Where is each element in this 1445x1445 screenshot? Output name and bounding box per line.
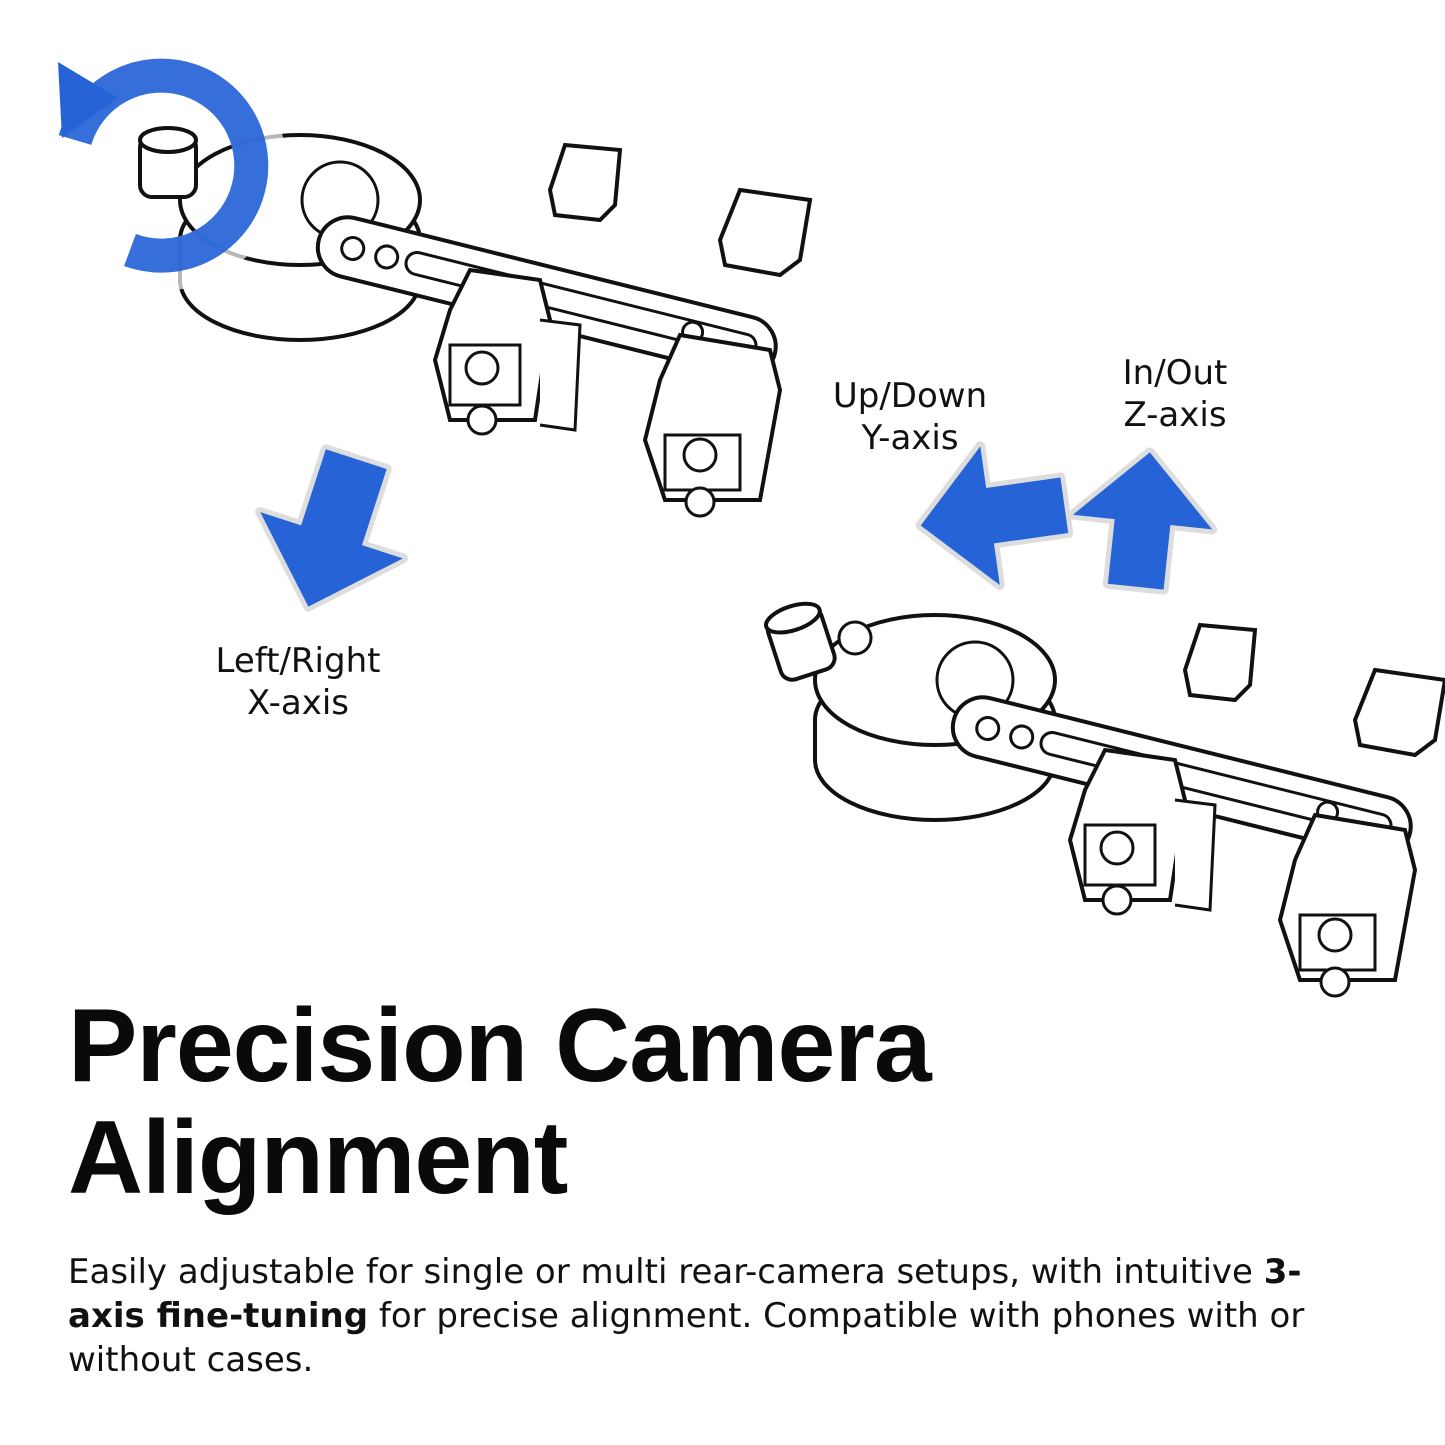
- adjust-knob-bottom: [764, 601, 873, 682]
- adjust-knob-top: [138, 126, 198, 199]
- x-axis-direction: Left/Right: [215, 641, 381, 681]
- description-part-1: Easily adjustable for single or multi re…: [68, 1252, 1264, 1292]
- arrow-left-icon: [915, 441, 1074, 591]
- y-axis-name: Y-axis: [861, 418, 959, 458]
- product-illustration: [34, 39, 1445, 998]
- description: Easily adjustable for single or multi re…: [68, 1250, 1368, 1382]
- y-axis-direction: Up/Down: [832, 376, 988, 416]
- arrow-up-icon: [1067, 447, 1218, 595]
- headline-line-1: Precision Camera: [68, 988, 932, 1104]
- mount-illustration-bottom: [813, 613, 1445, 998]
- headline: Precision Camera Alignment: [68, 988, 932, 1216]
- x-axis-name: X-axis: [247, 683, 349, 723]
- description-highlight: 3-axis fine-tuning: [68, 1252, 1302, 1336]
- headline-line-2: Alignment: [68, 1100, 568, 1216]
- z-axis-name: Z-axis: [1123, 395, 1227, 435]
- z-axis-direction: In/Out: [1122, 353, 1228, 393]
- arrow-down-left-icon: [255, 444, 408, 612]
- description-part-2: for precise alignment. Compatible with p…: [68, 1296, 1305, 1380]
- y-axis-label: Up/Down Y-axis: [790, 375, 1030, 459]
- x-axis-label: Left/Right X-axis: [178, 640, 418, 724]
- z-axis-label: In/Out Z-axis: [1055, 352, 1295, 436]
- rotate-counterclockwise-icon: [34, 39, 286, 291]
